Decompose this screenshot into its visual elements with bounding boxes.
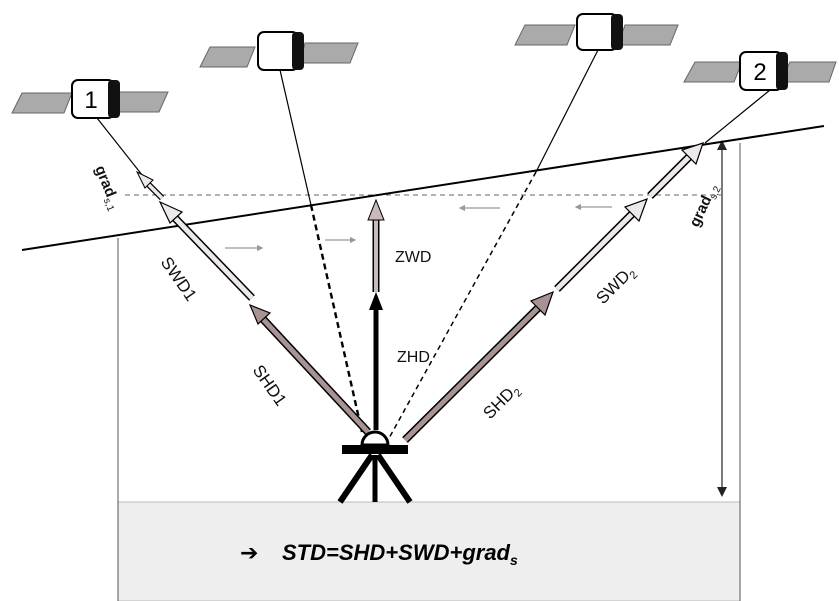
zwd-arrow: [367, 198, 385, 292]
signal-dashed-sat-a: [309, 204, 364, 433]
satellite-1-number: 1: [84, 87, 97, 114]
signal-line-sat-a: [279, 69, 312, 206]
satellite-b: [514, 13, 679, 51]
ground-band: [117, 501, 741, 601]
troposphere-top-line: [21, 125, 825, 251]
signal-line-sat-b: [535, 49, 599, 173]
signal-line-sat-2: [704, 89, 771, 144]
satellite-2-number: 2: [753, 59, 766, 86]
grad-s2-arrow: [647, 142, 704, 199]
formula-text: STD=SHD+SWD+grads: [282, 540, 518, 568]
satellite-a: [199, 31, 359, 71]
height-indicator: [717, 140, 727, 497]
label-swd2: SWD2: [592, 262, 640, 310]
satellite-2: 2: [683, 51, 837, 91]
label-zwd: ZWD: [395, 249, 431, 266]
swd1-arrow: [158, 200, 255, 301]
label-grad-s1: grads,1: [89, 163, 125, 213]
grad-s1-arrow: [135, 170, 165, 201]
gnss-receiver-tripod: [337, 430, 413, 504]
label-grad-s2: grads,2: [686, 181, 724, 231]
formula-arrow: ➔: [240, 541, 258, 566]
label-zhd: ZHD: [397, 349, 430, 366]
label-shd2: SHD2: [479, 380, 524, 425]
zhd-arrow: [369, 292, 383, 430]
gradient-flow-arrows: [225, 203, 612, 252]
satellite-1: 1: [11, 79, 169, 119]
shd2-arrow: [402, 290, 555, 443]
swd2-arrow: [554, 197, 649, 292]
signal-dashed-sat-b: [387, 171, 537, 441]
label-swd1: SWD1: [157, 253, 201, 304]
shd1-arrow: [248, 303, 371, 435]
label-shd1: SHD1: [249, 361, 291, 409]
